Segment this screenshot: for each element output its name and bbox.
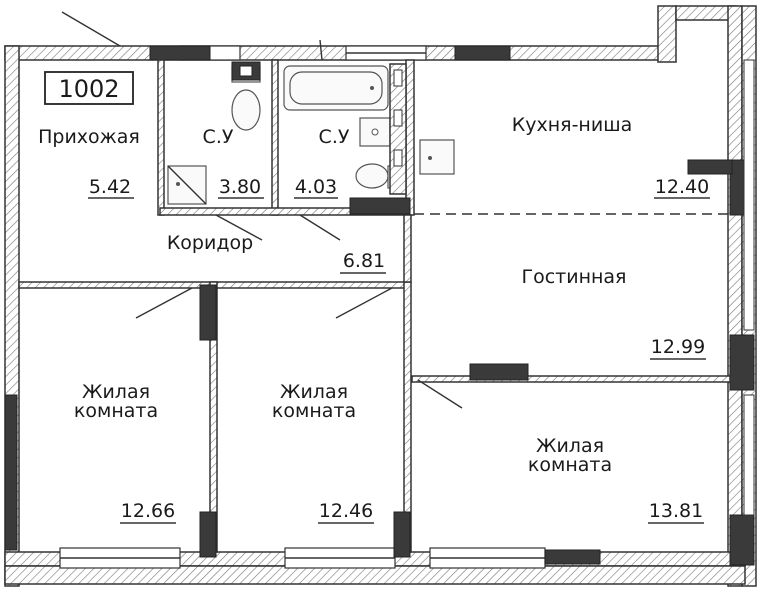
room-bath1-area: 3.80 [219, 176, 261, 198]
room-kitchen-name: Кухня-ниша [512, 114, 633, 136]
interior-walls [18, 59, 733, 558]
room-kitchen-area: 12.40 [655, 176, 709, 198]
room-bed1-area: 12.66 [121, 500, 175, 522]
room-bed2-area: 12.46 [319, 500, 373, 522]
room-bed1-name-line2: комната [74, 400, 158, 422]
bathroom-fixtures [167, 61, 455, 205]
room-entry-area: 5.42 [89, 176, 131, 198]
room-bath2-area: 4.03 [295, 176, 337, 198]
room-bed3-name-line1: Жилая [536, 435, 604, 457]
room-entry-name: Прихожая [38, 126, 140, 148]
room-bed3-area: 13.81 [649, 500, 703, 522]
room-labels: Прихожая 5.42 С.У 3.80 С.У 4.03 Кухня-ни… [38, 114, 710, 524]
apartment-badge: 1002 [44, 71, 134, 105]
room-bath1-name: С.У [203, 126, 234, 148]
room-corridor-area: 6.81 [343, 250, 385, 272]
room-bed1-name-line1: Жилая [82, 381, 150, 403]
door-swings [61, 11, 463, 409]
room-bed3-name-line2: комната [528, 454, 612, 476]
room-bed2-name-line2: комната [272, 400, 356, 422]
room-bath2-name: С.У [319, 126, 350, 148]
windows [59, 45, 755, 569]
room-living-area: 12.99 [651, 336, 705, 358]
room-corridor-name: Коридор [167, 232, 253, 254]
room-living-name: Гостинная [522, 266, 627, 288]
apartment-number: 1002 [58, 75, 119, 103]
room-bed2-name-line1: Жилая [280, 381, 348, 403]
